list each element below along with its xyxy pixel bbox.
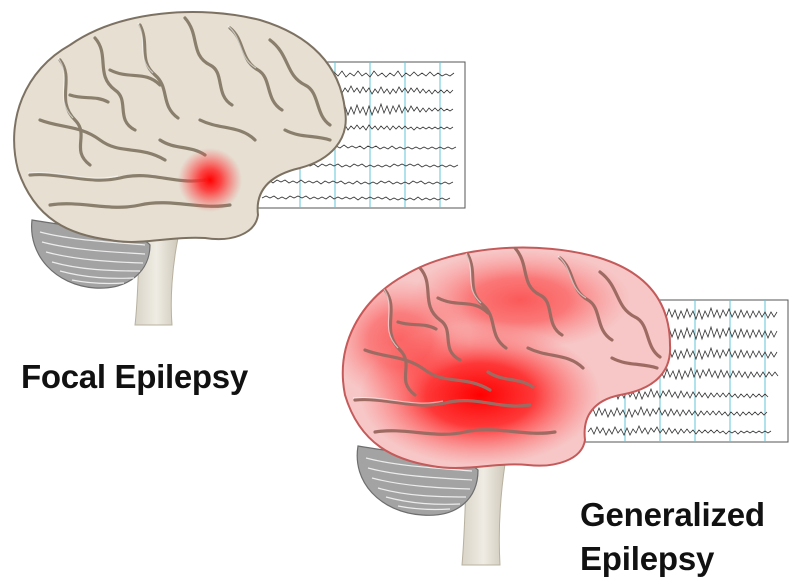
- focal-panel: [14, 12, 465, 325]
- focal-epilepsy-label: Focal Epilepsy: [21, 358, 248, 396]
- focal-seizure-origin: [178, 148, 242, 212]
- generalized-epilepsy-label-line2: Epilepsy: [580, 540, 714, 578]
- generalized-epilepsy-label-line1: Generalized: [580, 496, 765, 534]
